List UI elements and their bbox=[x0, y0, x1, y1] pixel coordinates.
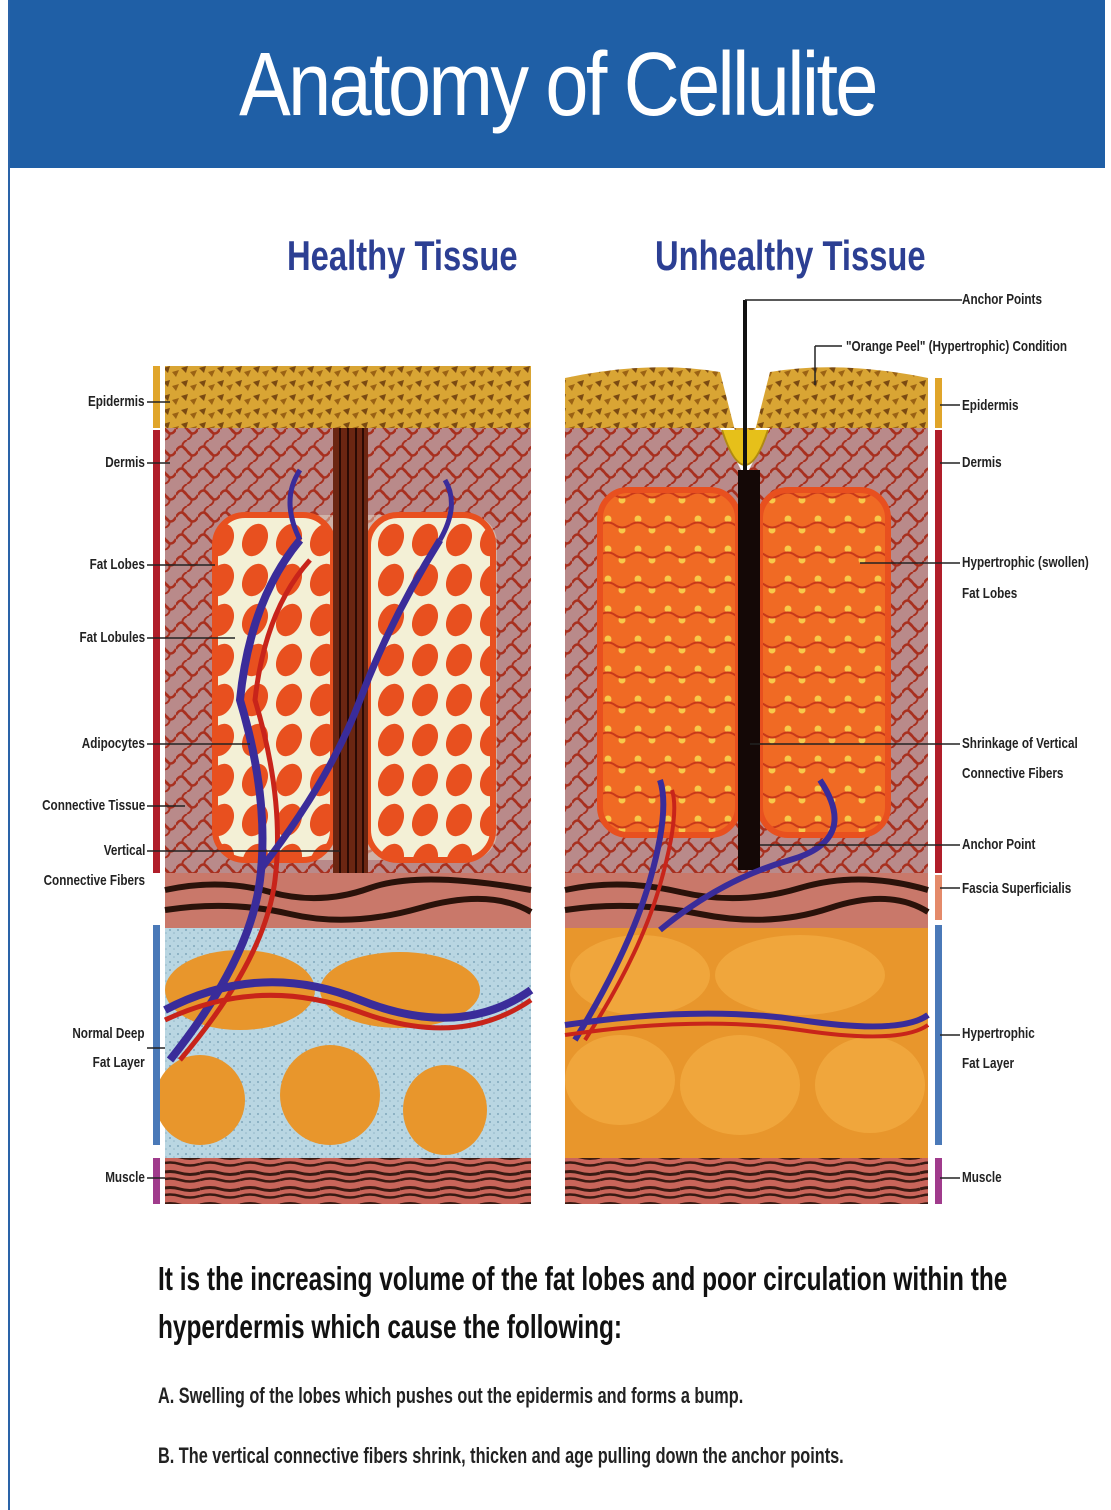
label-fat-lobes-right: Fat Lobes bbox=[962, 584, 1017, 603]
healthy-muscle bbox=[165, 1158, 531, 1204]
label-epidermis-left: Epidermis bbox=[88, 392, 145, 411]
right-side-bars bbox=[935, 378, 942, 1204]
footer-heading: It is the increasing volume of the fat l… bbox=[158, 1255, 1046, 1351]
label-hypertrophic-swollen: Hypertrophic (swollen) bbox=[962, 553, 1089, 572]
footer-item-a: A. Swelling of the lobes which pushes ou… bbox=[158, 1383, 743, 1409]
label-dermis-right: Dermis bbox=[962, 453, 1002, 472]
healthy-epidermis bbox=[165, 366, 531, 428]
healthy-vertical-fibers bbox=[333, 428, 368, 873]
label-vertical: Vertical bbox=[103, 841, 145, 860]
label-adipocytes: Adipocytes bbox=[82, 734, 145, 753]
label-dermis-left: Dermis bbox=[105, 453, 145, 472]
unhealthy-muscle bbox=[565, 1158, 928, 1204]
label-hypertrophic: Hypertrophic bbox=[962, 1024, 1035, 1043]
healthy-fat-lobe-right bbox=[368, 515, 493, 860]
label-shrinkage: Shrinkage of Vertical bbox=[962, 734, 1078, 753]
label-orange-peel: "Orange Peel" (Hypertrophic) Condition bbox=[846, 337, 1067, 356]
unhealthy-fat-lobe-left bbox=[600, 490, 738, 835]
healthy-panel bbox=[155, 366, 531, 1204]
label-normal-deep: Normal Deep bbox=[73, 1024, 145, 1043]
label-fat-lobules: Fat Lobules bbox=[79, 628, 145, 647]
label-muscle-left: Muscle bbox=[105, 1168, 145, 1187]
left-side-bars bbox=[153, 366, 160, 1204]
label-anchor-point: Anchor Point bbox=[962, 835, 1035, 854]
label-connective-tissue: Connective Tissue bbox=[42, 796, 145, 815]
label-fat-layer-left: Fat Layer bbox=[93, 1053, 145, 1072]
label-connective-fibers: Connective Fibers bbox=[44, 871, 145, 890]
label-fat-lobes: Fat Lobes bbox=[90, 555, 145, 574]
label-muscle-right: Muscle bbox=[962, 1168, 1002, 1187]
label-connective-fibers-right: Connective Fibers bbox=[962, 764, 1063, 783]
label-epidermis-right: Epidermis bbox=[962, 396, 1019, 415]
unhealthy-panel bbox=[565, 300, 928, 1204]
label-anchor-points: Anchor Points bbox=[962, 290, 1042, 309]
unhealthy-vertical-fibers bbox=[738, 470, 760, 870]
footer-item-b: B. The vertical connective fibers shrink… bbox=[158, 1443, 844, 1469]
label-fascia: Fascia Superficialis bbox=[962, 879, 1071, 898]
label-fat-layer-right: Fat Layer bbox=[962, 1054, 1014, 1073]
